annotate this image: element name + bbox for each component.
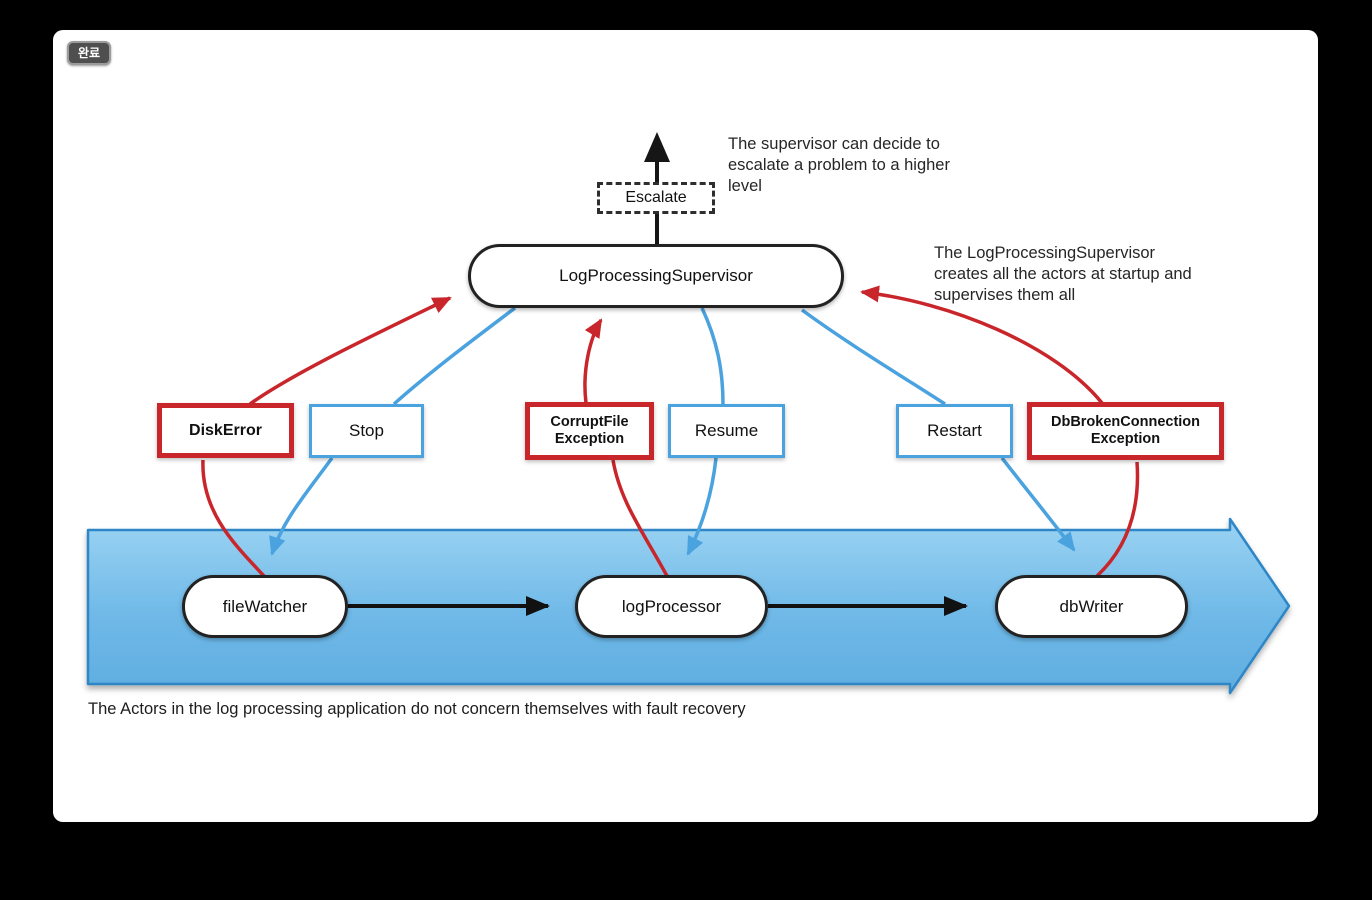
actor-label: logProcessor — [621, 596, 722, 616]
actor-filewatcher: fileWatcher — [182, 575, 348, 638]
message-label-line1: CorruptFile — [550, 413, 629, 430]
actor-label: dbWriter — [1059, 596, 1124, 616]
restart-curve-from-supervisor — [800, 308, 946, 406]
actor-dbwriter: dbWriter — [995, 575, 1188, 638]
corruptfile-curve-from-logprocessor — [611, 459, 669, 577]
message-label-line2: Exception — [1090, 431, 1161, 447]
done-badge[interactable]: 완료 — [67, 41, 112, 65]
resume-curve-from-supervisor — [700, 307, 725, 405]
message-label: Restart — [927, 421, 982, 440]
escalate-note: The supervisor can decide to escalate a … — [728, 135, 950, 195]
message-box-corruptfileexception: CorruptFile Exception — [525, 402, 654, 460]
supervisor-note: The LogProcessingSupervisor creates all … — [934, 244, 1192, 304]
message-label: DiskError — [189, 421, 262, 439]
escalate-label: Escalate — [625, 189, 687, 206]
dbexception-curve-to-supervisor — [860, 285, 1104, 405]
corruptfile-curve-to-supervisor — [583, 318, 603, 404]
dbexception-curve-from-dbwriter — [1095, 461, 1140, 578]
message-label-line2: Exception — [554, 431, 625, 447]
restart-curve-to-dbwriter — [1000, 456, 1076, 552]
resume-curve-to-logprocessor — [686, 457, 718, 556]
message-label-line1: DbBrokenConnection — [1050, 413, 1201, 430]
supervisor-node: LogProcessingSupervisor — [468, 244, 844, 308]
stop-curve-from-supervisor — [392, 306, 517, 406]
caption: The Actors in the log processing applica… — [88, 700, 746, 718]
supervisor-label: LogProcessingSupervisor — [559, 266, 753, 285]
diskerror-curve-to-supervisor — [248, 296, 452, 406]
diskerror-curve-from-filewatcher — [201, 459, 266, 578]
escalate-arrowhead — [644, 132, 670, 162]
message-box-dbbrokenconnectionexception: DbBrokenConnection Exception — [1027, 402, 1224, 460]
message-box-resume: Resume — [668, 404, 785, 458]
escalate-box: Escalate — [597, 182, 715, 214]
message-box-stop: Stop — [309, 404, 424, 458]
message-box-diskerror: DiskError — [157, 403, 294, 458]
message-box-restart: Restart — [896, 404, 1013, 458]
stop-curve-to-filewatcher — [269, 456, 334, 556]
actor-label: fileWatcher — [222, 596, 308, 616]
content-card: 완료 — [53, 30, 1318, 822]
message-label: Resume — [694, 421, 759, 440]
message-label: Stop — [349, 421, 384, 440]
actor-logprocessor: logProcessor — [575, 575, 768, 638]
